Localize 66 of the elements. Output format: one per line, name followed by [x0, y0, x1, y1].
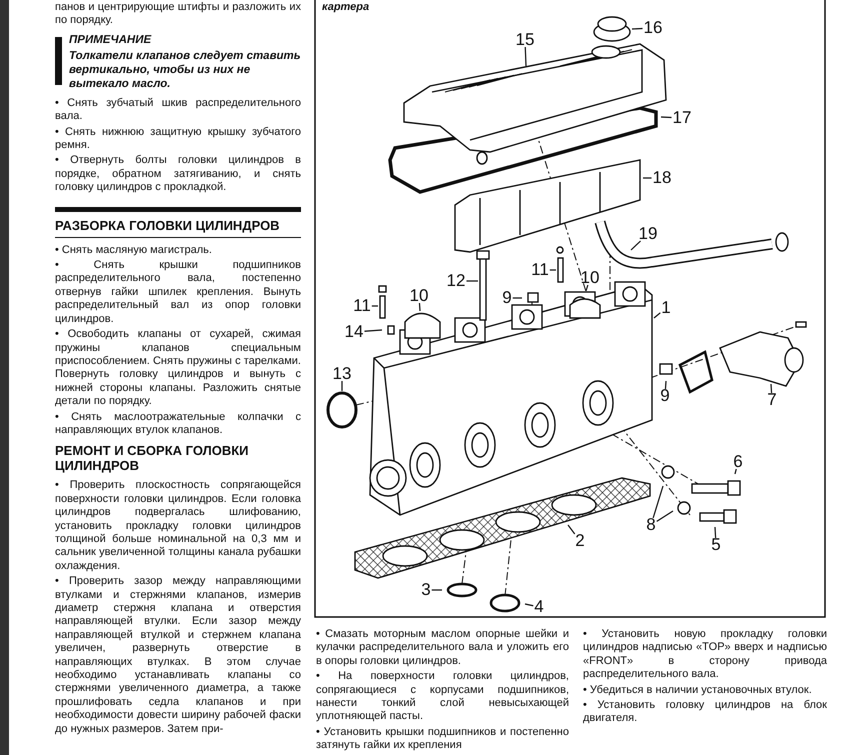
paragraph: • На поверхности головки цилиндров, сопрягающиеся с корпусами подшипников, нанести тонкий слой невысыхающей уплотняющей пасты. — [316, 670, 569, 724]
paragraph: • Проверить зазор между направляющими втулками и стержнями клапанов, измерив диаметр стержня клапана и отверстия направляющей втулки. Если зазор между направляющей втулкой и стержнем клапана увеличен, развернуть отверстие в направляющих втулках. В этом случае необходимо устанавливать клапаны со стержнями увеличенного диаметра, а также прошлифовать седла клапанов и при необходимости довести ширину рабочей фаски до нужных размеров. Затем при- — [55, 575, 301, 736]
leader-line — [714, 526, 716, 538]
callout-number: 14 — [344, 323, 364, 341]
leader-line — [418, 302, 421, 312]
callout-number: 2 — [575, 532, 585, 550]
paragraph: • Установить головку цилиндров на блок двигателя. — [583, 699, 827, 726]
callout-number: 12 — [446, 272, 466, 290]
callout-number: 19 — [638, 225, 658, 243]
leader-line — [656, 510, 674, 522]
callout-number: 13 — [332, 365, 352, 383]
callout-number: 16 — [644, 19, 662, 37]
callout-number: 11 — [531, 261, 549, 279]
paragraph: • Освободить клапаны от сухарей, сжимая пружины клапанов специальным приспособлением. Снять пружины с тарелками. Повернуть головку цилиндров и вынуть с нижней стороны клапаны. Разложить снятые детали по порядку. — [55, 328, 301, 409]
note-heading: ПРИМЕЧАНИЕ — [69, 34, 152, 46]
paragraph: • Установить крышки подшипников и постепенно затянуть гайки их крепления — [316, 726, 569, 753]
callout-number: 7 — [767, 391, 777, 409]
paragraph: • Отвернуть болты головки цилиндров в порядке, обратном затягиванию, и снять головку цилиндров с прокладкой. — [55, 154, 301, 195]
leader-line — [630, 240, 641, 250]
paragraph: • Снять зубчатый шкив распределительного вала. — [55, 96, 301, 124]
leader-line — [524, 46, 527, 66]
callout-number: 10 — [580, 269, 600, 287]
paragraph: • Снять маслоотражательные колпачки с направляющих втулок клапанов. — [55, 410, 301, 438]
leader-line — [432, 589, 442, 591]
section-heading: РЕМОНТ И СБОРКА ГОЛОВКИ ЦИЛИНДРОВ — [55, 443, 250, 474]
callout-number: 18 — [652, 169, 672, 187]
callout-number: 9 — [660, 387, 670, 405]
leader-line — [524, 603, 534, 606]
paragraph: • Смазать моторным маслом опорные шейки и кулачки распределительного вала и уложить его в опоры головки цилиндров. — [316, 628, 569, 668]
leader-line — [372, 305, 378, 307]
leader-line — [512, 297, 522, 299]
leader-line — [643, 177, 652, 179]
callout-number: 8 — [646, 516, 656, 534]
leader-line — [664, 380, 667, 390]
paragraph: • Убедиться в наличии установочных втулок. — [583, 684, 813, 698]
paragraph: • Снять крышки подшипников распределительного вала, постепенно отвернув гайки шпилек крепления. Вынуть распределительный вал из опор головки цилиндров. — [55, 259, 301, 326]
paragraph: • Снять нижнюю защитную крышку зубчатого ремня. — [55, 126, 301, 152]
figure-caption: картера — [322, 1, 370, 13]
callout-number: 11 — [353, 297, 371, 315]
callout-number: 5 — [711, 536, 721, 554]
paragraph: • Снять масляную магистраль. — [55, 244, 213, 258]
leader-line — [550, 269, 556, 271]
leader-line — [652, 486, 664, 518]
callout-number: 1 — [661, 299, 671, 317]
leader-line — [734, 468, 737, 474]
callout-number: 10 — [410, 287, 428, 305]
leader-line — [770, 384, 772, 394]
callout-number: 15 — [516, 31, 534, 49]
paragraph: • Проверить плоскостность сопрягающейся поверхности головки цилиндров. Если головка цилиндров подвергалась шлифованию, установить прокладку головки цилиндров толщиной больше номинальной на 0,3 мм и сальник увеличенной толщины канала рубашки охлаждения. — [55, 479, 301, 574]
paragraph: • Установить новую прокладку головки цилиндров надписью «TOP» вверх и надписью «FRONT» в сторону привода распределительного вала. — [583, 628, 827, 682]
callout-number: 4 — [534, 598, 544, 616]
section-heading: РАЗБОРКА ГОЛОВКИ ЦИЛИНДРОВ — [55, 218, 281, 233]
leader-line — [660, 116, 672, 118]
callout-number: 17 — [672, 109, 692, 127]
leader-line — [341, 381, 343, 391]
leader-line — [364, 329, 382, 332]
callout-number: 6 — [733, 453, 743, 471]
note-text: Толкатели клапанов следует ставить вертикально, чтобы из них не вытекало масло. — [69, 48, 301, 91]
leader-line — [654, 312, 661, 318]
paragraph: панов и центрирующие штифты и разложить их по порядку. — [55, 1, 301, 28]
leader-line — [585, 284, 588, 292]
leader-line — [466, 280, 478, 282]
leader-line — [632, 28, 643, 30]
callout-number: 3 — [421, 581, 431, 599]
callout-number: 9 — [502, 289, 512, 307]
leader-line — [568, 524, 576, 534]
